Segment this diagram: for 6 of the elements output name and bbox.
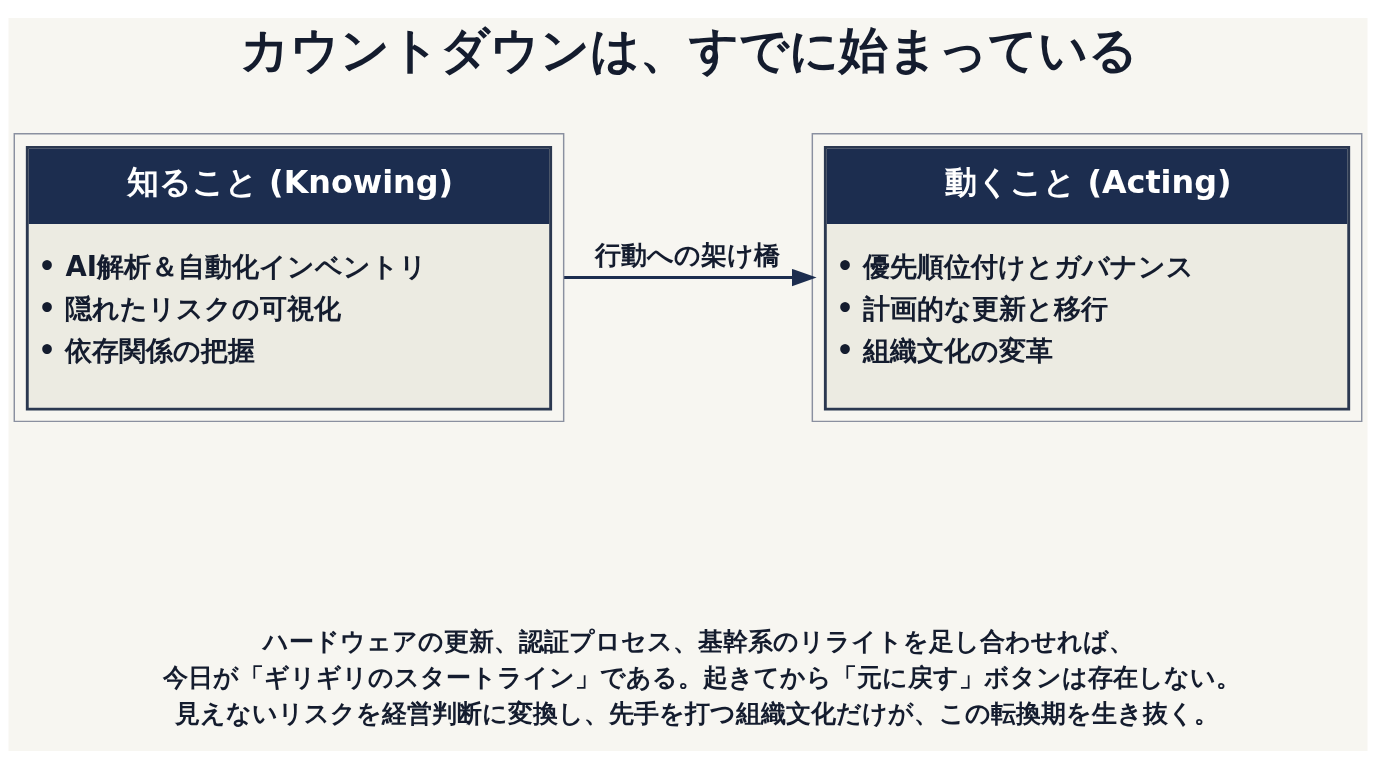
- arrow: [564, 268, 817, 286]
- caption: ハードウェアの更新、認証プロセス、基幹系のリライトを足し合わせれば、今日が「ギリギリのスタートライン」である。起きてから「元に戻す」ボタンは存在しない。見えないリスクを経営判断に変換し、先手を打つ組織文化だけが、この転換期を生き抜く。: [163, 626, 1242, 728]
- node-box: 動くこと (Acting) • 優先順位付けとガバナンス • 計画的な更新と移行 • 組織文化の変革: [811, 132, 1363, 422]
- diagram-title: カウントダウンは、すでに始まっている: [239, 20, 1138, 79]
- edge-label: 行動への架け橋: [594, 239, 780, 270]
- node-box: 知ること (Knowing) • AI解析＆自動化インベントリ • 隠れたリスクの可視化 • 依存関係の把握: [13, 132, 565, 422]
